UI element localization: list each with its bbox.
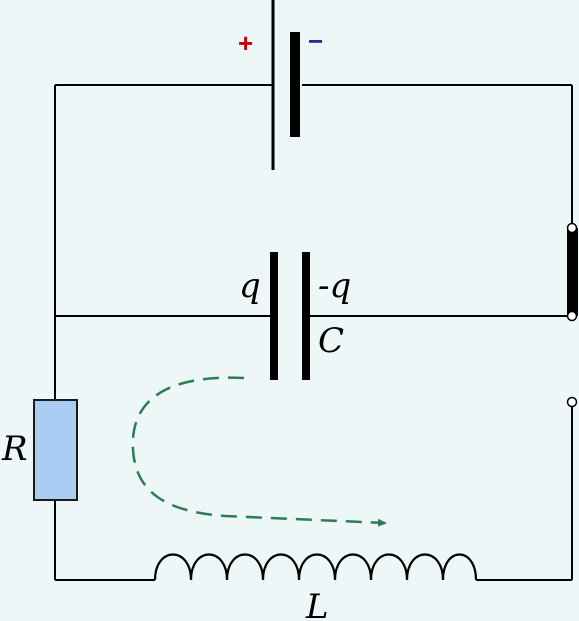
battery-plus-label: + (238, 28, 253, 58)
capacitor-plate-left (270, 252, 278, 380)
switch-contact-middle (566, 310, 578, 322)
resistor-body (33, 399, 78, 501)
current-flow-path (131, 376, 387, 527)
current-flow-arrow (131, 376, 387, 527)
inductor-coil (153, 553, 478, 581)
switch-contact-bottom (566, 396, 578, 408)
switch-contact-top (566, 222, 578, 234)
resistor: R (1, 399, 78, 501)
capacitor: q -q C (239, 252, 351, 380)
charge-positive-label: q (239, 266, 261, 306)
battery: + − (238, 0, 323, 170)
battery-minus-label: − (308, 26, 323, 56)
switch (566, 222, 578, 408)
wires (54, 84, 573, 581)
charge-negative-label: -q (318, 266, 351, 306)
capacitor-plate-right (302, 252, 310, 380)
switch-blade (567, 228, 578, 316)
inductor: L (153, 553, 478, 621)
battery-short-plate (290, 32, 300, 137)
capacitor-label: C (318, 321, 344, 361)
inductor-label: L (305, 587, 329, 621)
resistor-label: R (1, 429, 28, 469)
